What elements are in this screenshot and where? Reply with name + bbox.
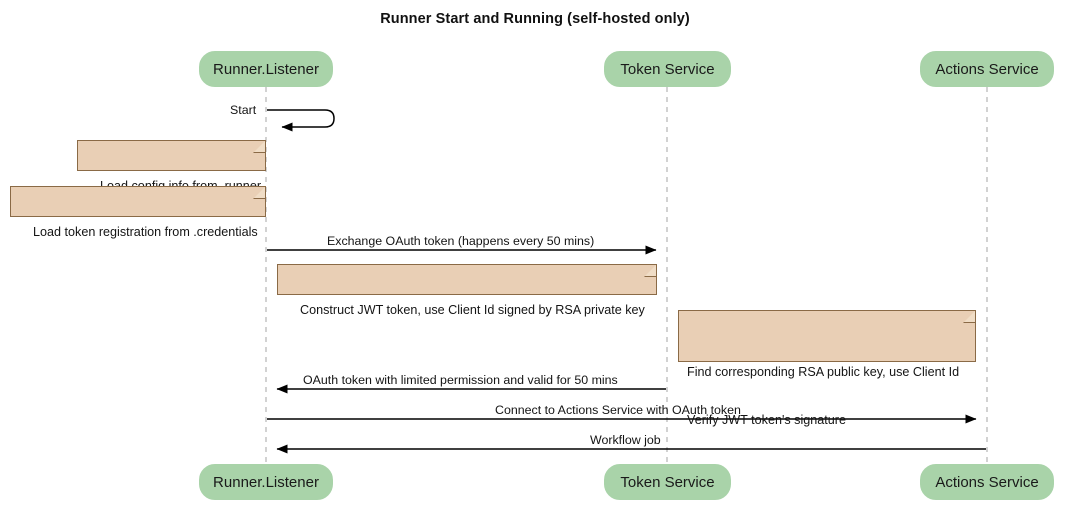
note-fold-icon bbox=[253, 140, 266, 153]
diagram-title: Runner Start and Running (self-hosted on… bbox=[380, 11, 690, 27]
message-arrow-start bbox=[267, 109, 335, 132]
note-load-config-info: Load config info from .runner bbox=[77, 140, 266, 193]
participant-actions-service-top[interactable]: Actions Service bbox=[920, 51, 1054, 87]
note-text: Load token registration from .credential… bbox=[33, 225, 258, 239]
note-load-token-registration: Load token registration from .credential… bbox=[10, 186, 266, 239]
message-label-start: Start bbox=[230, 103, 257, 117]
message-label-workflow-job: Workflow job bbox=[590, 433, 661, 447]
participant-actions-service-bottom[interactable]: Actions Service bbox=[920, 464, 1054, 500]
note-text-line-1: Find corresponding RSA public key, use C… bbox=[687, 365, 960, 379]
participant-token-service-top[interactable]: Token Service bbox=[604, 51, 731, 87]
note-find-rsa-public-key: Find corresponding RSA public key, use C… bbox=[678, 310, 976, 427]
participant-runner-listener-top[interactable]: Runner.Listener bbox=[199, 51, 333, 87]
note-fold-icon bbox=[253, 186, 266, 199]
note-text-line-2: Verify JWT token's signature bbox=[687, 413, 846, 427]
note-construct-jwt-token: Construct JWT token, use Client Id signe… bbox=[277, 264, 657, 317]
message-label-connect-actions-service: Connect to Actions Service with OAuth to… bbox=[495, 403, 741, 417]
participant-token-service-bottom[interactable]: Token Service bbox=[604, 464, 731, 500]
note-text: Construct JWT token, use Client Id signe… bbox=[300, 303, 645, 317]
note-fold-icon bbox=[644, 264, 657, 277]
message-label-exchange-oauth-token: Exchange OAuth token (happens every 50 m… bbox=[327, 234, 595, 248]
message-label-oauth-token-return: OAuth token with limited permission and … bbox=[303, 373, 618, 387]
lifelines bbox=[265, 87, 988, 463]
participant-runner-listener-bottom[interactable]: Runner.Listener bbox=[199, 464, 333, 500]
note-fold-icon bbox=[963, 310, 976, 323]
